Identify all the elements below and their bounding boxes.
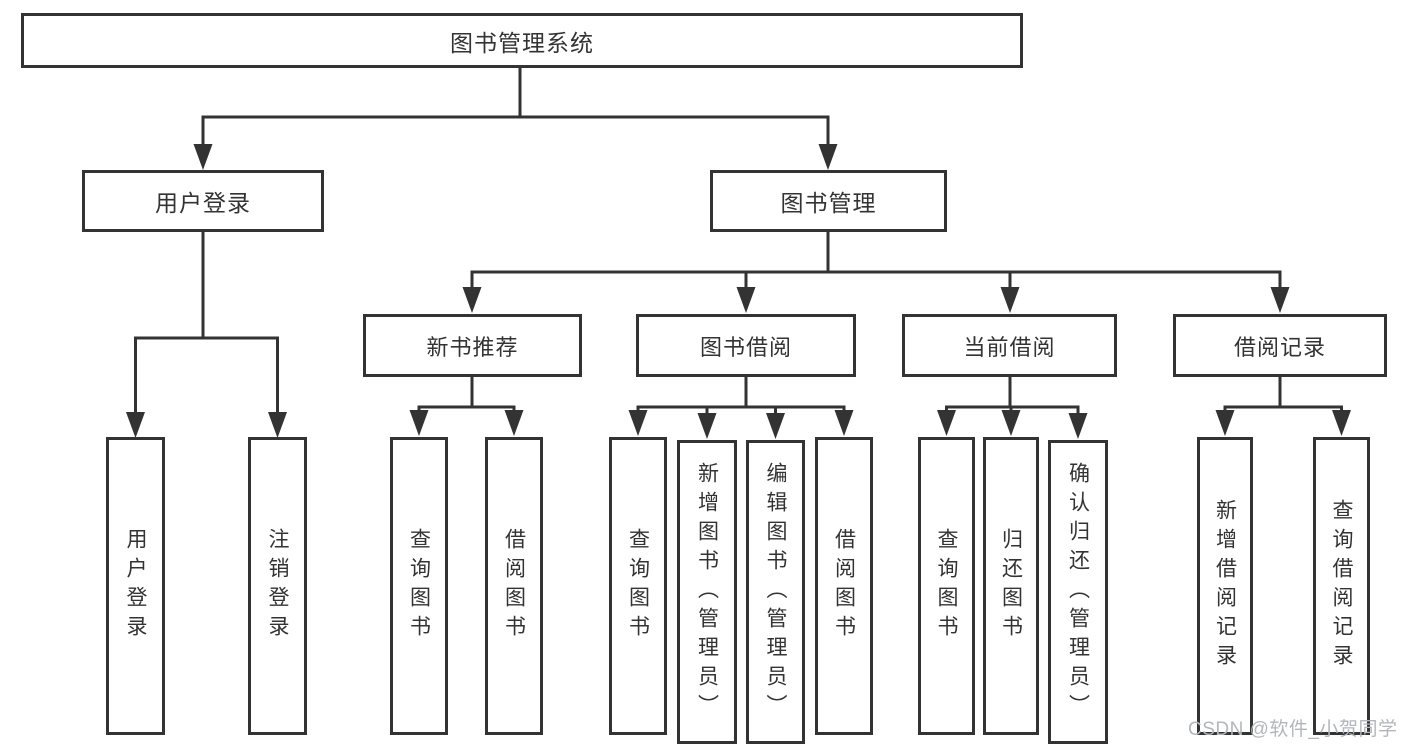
node-book-borrow: 图书借阅 (636, 314, 856, 377)
leaf-newbook-borrow-books: 借阅图书 (485, 437, 543, 735)
node-user-login-label: 用户登录 (155, 190, 251, 216)
leaf-user-login-label: 用户登录 (124, 528, 147, 644)
leaf-borrow-borrow-books-label: 借阅图书 (832, 528, 856, 644)
leaf-logout: 注销登录 (248, 437, 307, 735)
node-book-management: 图书管理 (710, 170, 947, 232)
node-book-borrow-label: 图书借阅 (699, 334, 792, 360)
node-borrow-records: 借阅记录 (1173, 314, 1387, 377)
leaf-newbook-query-books-label: 查询图书 (407, 528, 431, 644)
node-new-book-recommend-label: 新书推荐 (426, 334, 519, 360)
leaf-current-confirm-return-admin-label: 确认归还（管理员） (1066, 461, 1090, 723)
leaf-record-add-label: 新增借阅记录 (1213, 499, 1237, 673)
leaf-record-query: 查询借阅记录 (1313, 437, 1370, 735)
leaf-record-query-label: 查询借阅记录 (1330, 499, 1353, 673)
leaf-borrow-edit-books-admin: 编辑图书（管理员） (746, 440, 805, 744)
leaf-user-login: 用户登录 (106, 437, 165, 735)
leaf-current-query-books-label: 查询图书 (935, 528, 958, 644)
watermark: CSDN @软件_小贺同学 (1188, 719, 1398, 740)
leaf-current-query-books: 查询图书 (918, 437, 975, 735)
leaf-logout-label: 注销登录 (266, 528, 289, 644)
node-root: 图书管理系统 (21, 13, 1023, 68)
leaf-borrow-query-books: 查询图书 (609, 437, 667, 735)
node-current-borrow-label: 当前借阅 (963, 334, 1056, 360)
leaf-newbook-borrow-books-label: 借阅图书 (502, 528, 526, 644)
leaf-borrow-edit-books-admin-label: 编辑图书（管理员） (764, 461, 787, 723)
leaf-current-return-books-label: 归还图书 (999, 528, 1023, 644)
leaf-borrow-query-books-label: 查询图书 (626, 528, 650, 644)
leaf-borrow-borrow-books: 借阅图书 (815, 437, 873, 735)
leaf-borrow-add-books-admin: 新增图书（管理员） (677, 440, 737, 744)
node-new-book-recommend: 新书推荐 (363, 314, 582, 377)
node-book-management-label: 图书管理 (780, 190, 877, 216)
leaf-borrow-add-books-admin-label: 新增图书（管理员） (695, 461, 719, 723)
leaf-current-return-books: 归还图书 (983, 437, 1039, 735)
leaf-current-confirm-return-admin: 确认归还（管理员） (1048, 440, 1108, 744)
node-borrow-records-label: 借阅记录 (1233, 334, 1326, 360)
node-user-login: 用户登录 (82, 170, 324, 232)
node-current-borrow: 当前借阅 (902, 314, 1117, 377)
leaf-record-add: 新增借阅记录 (1197, 437, 1253, 735)
leaf-newbook-query-books: 查询图书 (390, 437, 448, 735)
node-root-label: 图书管理系统 (450, 29, 594, 56)
